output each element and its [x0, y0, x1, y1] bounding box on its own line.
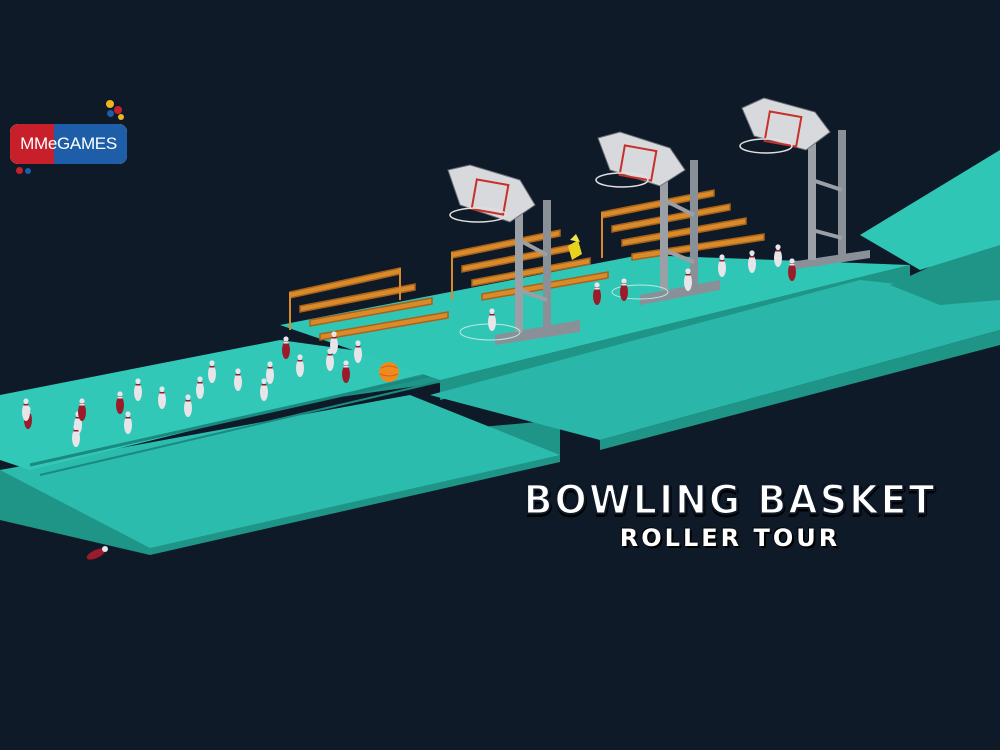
bowling-pin — [684, 268, 692, 291]
hoops — [447, 97, 870, 345]
bowling-pin — [158, 386, 166, 409]
hoop-3 — [739, 97, 870, 270]
bowling-pin — [260, 378, 268, 401]
track-platforms — [0, 150, 1000, 555]
lane-gutter — [29, 368, 456, 467]
bowling-pin — [78, 398, 86, 421]
right-track-side — [600, 330, 1000, 450]
bowling-pin — [774, 244, 782, 267]
mid-track-top — [280, 255, 910, 380]
logo-box — [10, 124, 127, 164]
fallen-pin — [86, 546, 108, 560]
bowling-pin — [330, 331, 338, 354]
bowling-pin — [748, 250, 756, 273]
bowling-pin — [208, 360, 216, 383]
bleacher-right — [601, 189, 765, 261]
bowling-pin — [266, 361, 274, 384]
bowling-pin — [620, 278, 628, 301]
logo-text: MMeGAMES — [20, 134, 117, 153]
bowling-pin — [718, 254, 726, 277]
bowling-pin — [296, 354, 304, 377]
game-title: BOWLING BASKET — [523, 476, 937, 524]
game-subtitle: ROLLER TOUR — [619, 524, 841, 552]
bleacher-left — [289, 267, 449, 341]
yellow-character — [568, 234, 582, 260]
bowling-pin — [184, 394, 192, 417]
hoop-1 — [447, 164, 580, 345]
bowling-ball — [379, 362, 399, 382]
ramp-top — [860, 150, 1000, 270]
bowling-pin — [488, 308, 496, 331]
bowling-pin — [22, 398, 30, 421]
hoop-2 — [595, 131, 720, 305]
lane-gutter — [39, 377, 456, 476]
bowling-pin — [354, 340, 362, 363]
publisher-logo: MMeGAMES — [10, 100, 130, 180]
bowling-pin — [116, 391, 124, 414]
game-title-block: BOWLING BASKET ROLLER TOUR — [520, 476, 940, 552]
bowling-pin — [326, 348, 334, 371]
right-track-top — [430, 280, 1000, 440]
bowling-pin — [234, 368, 242, 391]
lower-track-top — [0, 395, 560, 548]
bowling-pin — [134, 378, 142, 401]
bowling-pin — [593, 282, 601, 305]
bowling-pin — [282, 336, 290, 359]
bowling-pin — [124, 411, 132, 434]
bowling-pin — [72, 424, 80, 447]
bowling-pin — [342, 360, 350, 383]
bowling-pins — [22, 244, 796, 447]
bowling-pin — [196, 376, 204, 399]
bowling-pin — [788, 258, 796, 281]
